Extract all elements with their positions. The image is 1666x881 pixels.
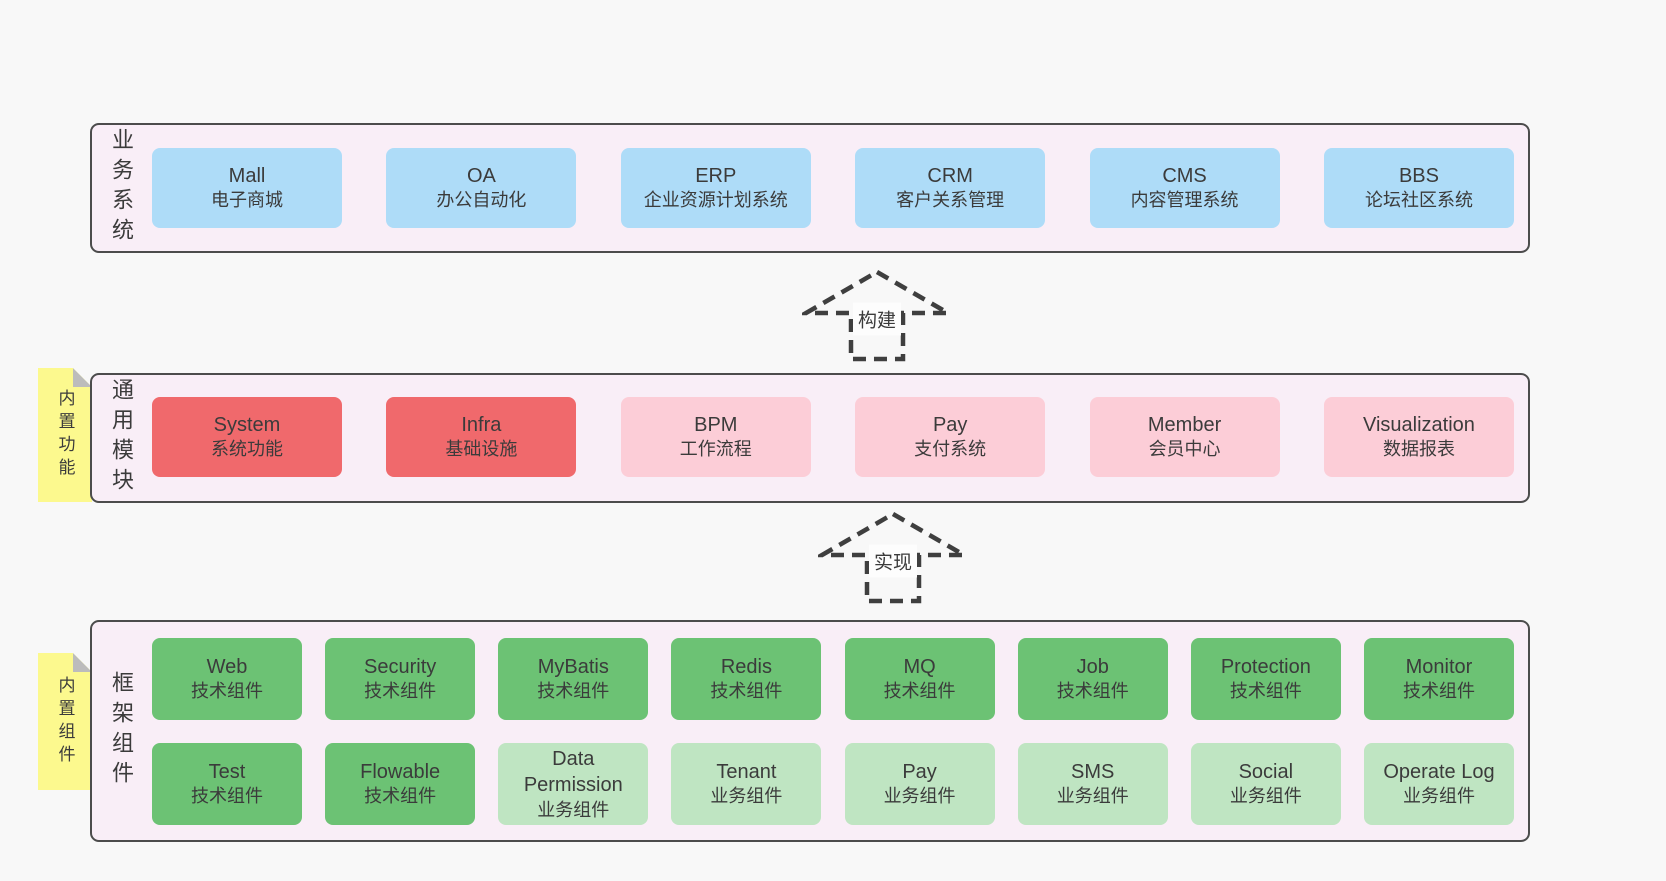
box-flowable: Flowable 技术组件	[325, 743, 476, 825]
box-job: Job 技术组件	[1017, 638, 1168, 720]
layer-business-systems: 业务系统 Mall 电子商城 OA 办公自动化 ERP 企业资源计划系统 CRM…	[90, 123, 1530, 253]
box-visualization: Visualization 数据报表	[1323, 397, 1514, 477]
arrow-implement: 实现	[818, 512, 968, 604]
layer-components-label: 框架组件	[109, 671, 134, 791]
box-operate-log: Operate Log 业务组件	[1363, 743, 1514, 825]
business-box-row: Mall 电子商城 OA 办公自动化 ERP 企业资源计划系统 CRM 客户关系…	[152, 148, 1514, 228]
box-security: Security 技术组件	[325, 638, 476, 720]
box-erp: ERP 企业资源计划系统	[620, 148, 811, 228]
box-cms: CMS 内容管理系统	[1089, 148, 1280, 228]
box-test: Test 技术组件	[152, 743, 302, 825]
box-infra: Infra 基础设施	[386, 397, 577, 477]
box-mall: Mall 电子商城	[152, 148, 342, 228]
box-sms: SMS 业务组件	[1017, 743, 1168, 825]
components-row-1: Web 技术组件 Security 技术组件 MyBatis 技术组件 Redi…	[152, 638, 1514, 720]
arrow-implement-label: 实现	[868, 544, 918, 578]
box-redis: Redis 技术组件	[671, 638, 822, 720]
up-arrow-icon	[802, 270, 952, 362]
box-system: System 系统功能	[152, 397, 342, 477]
layer-modules-label: 通用模块	[109, 378, 134, 498]
layer-framework-components: 框架组件 Web 技术组件 Security 技术组件 MyBatis 技术组件…	[90, 620, 1530, 842]
sticky-note-builtin-features: 内置功能	[38, 368, 92, 502]
box-bpm: BPM 工作流程	[620, 397, 811, 477]
box-web: Web 技术组件	[152, 638, 302, 720]
box-tenant: Tenant 业务组件	[671, 743, 822, 825]
box-protection: Protection 技术组件	[1190, 638, 1341, 720]
components-row-2: Test 技术组件 Flowable 技术组件 Data Permission …	[152, 743, 1514, 825]
box-data-permission: Data Permission 业务组件	[498, 743, 649, 825]
box-oa: OA 办公自动化	[386, 148, 577, 228]
sticky-note-builtin-components: 内置组件	[38, 653, 92, 790]
box-mq: MQ 技术组件	[844, 638, 995, 720]
layer-business-label: 业务系统	[109, 128, 134, 248]
box-member: Member 会员中心	[1089, 397, 1280, 477]
modules-box-row: System 系统功能 Infra 基础设施 BPM 工作流程 Pay 支付系统…	[152, 397, 1514, 477]
box-bbs: BBS 论坛社区系统	[1323, 148, 1514, 228]
up-arrow-icon	[818, 512, 968, 604]
box-monitor: Monitor 技术组件	[1363, 638, 1514, 720]
box-social: Social 业务组件	[1190, 743, 1341, 825]
box-mybatis: MyBatis 技术组件	[498, 638, 649, 720]
arrow-build: 构建	[802, 270, 952, 362]
box-crm: CRM 客户关系管理	[855, 148, 1046, 228]
layer-common-modules: 通用模块 System 系统功能 Infra 基础设施 BPM 工作流程 Pay…	[90, 373, 1530, 503]
arrow-build-label: 构建	[852, 302, 902, 336]
box-pay-module: Pay 支付系统	[855, 397, 1046, 477]
box-pay-component: Pay 业务组件	[844, 743, 995, 825]
